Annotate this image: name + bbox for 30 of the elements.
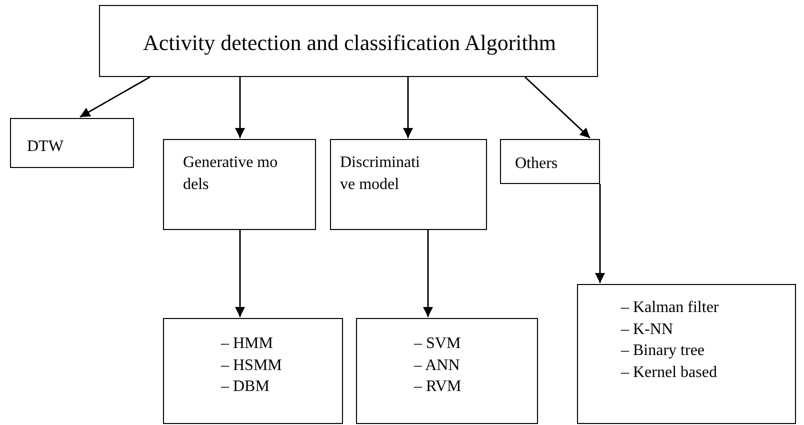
arrow [235, 230, 245, 317]
category-box [330, 139, 487, 230]
arrow [595, 184, 605, 283]
arrow [80, 76, 150, 118]
list-item: – DBM [221, 377, 270, 398]
arrow [403, 77, 413, 138]
list-box [577, 284, 796, 424]
list-item: – RVM [414, 377, 462, 398]
arrow [235, 77, 245, 138]
list-item: – HSMM [221, 356, 283, 376]
node-label: Activity detection and classification Algorithm [143, 29, 556, 57]
category-box [500, 139, 600, 184]
list-item: – HMM [221, 334, 274, 354]
arrow [524, 76, 591, 139]
list-item: – ANN [414, 356, 461, 376]
node-label: Generative models [183, 153, 279, 195]
root-box [99, 5, 598, 77]
node-label: Others [515, 154, 558, 174]
list-box [356, 318, 538, 424]
category-box [10, 118, 134, 168]
node-label: Discriminative model [340, 153, 421, 195]
list-item: – K-NN [621, 320, 674, 340]
list-item: – Kernel based [621, 362, 718, 383]
arrow [423, 230, 433, 317]
list-box [163, 318, 343, 424]
list-item: – Binary tree [621, 341, 706, 362]
node-label: DTW [27, 137, 64, 157]
list-item: – SVM [414, 334, 462, 354]
category-box [163, 139, 316, 230]
list-item: – Kalman filter [621, 298, 720, 318]
